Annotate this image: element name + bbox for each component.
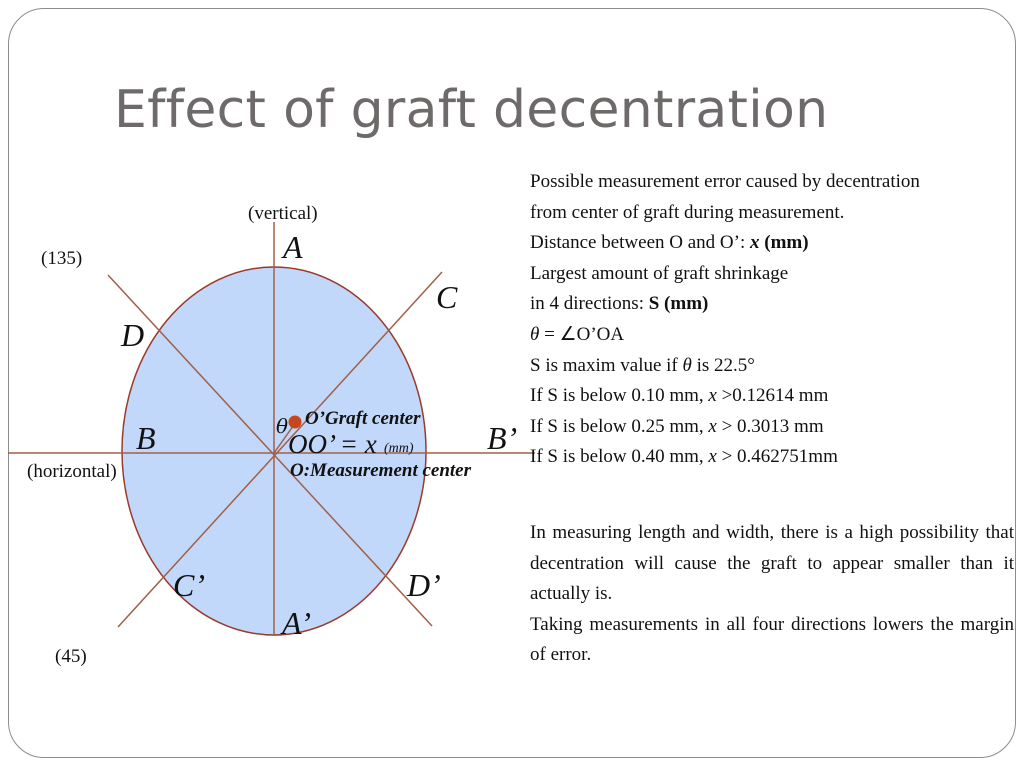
offset-unit: (mm) — [384, 441, 414, 456]
point-a-prime-label: A’ — [280, 605, 311, 641]
note-line-9-a: If S is below 0.25 mm, — [530, 415, 709, 437]
note-line-8-x: x — [708, 385, 717, 407]
note-line-3: Distance between O and O’: x (mm) — [530, 228, 1014, 259]
note-line-9-b: > 0.3013 mm — [716, 415, 824, 437]
note-line-7: S is maxim value if θ is 22.5° — [530, 351, 1014, 382]
point-d-prime-label: D’ — [406, 567, 441, 603]
point-b-prime-label: B’ — [487, 420, 517, 456]
note-line-5-bold: S (mm) — [648, 293, 709, 315]
note-line-5-prefix: in 4 directions: — [530, 293, 649, 315]
conclusion-paragraph-1: In measuring length and width, there is … — [530, 522, 1014, 605]
diagonal-135-line — [107, 274, 433, 627]
point-b-label: B — [136, 420, 156, 456]
theta-symbol: θ — [276, 414, 288, 438]
note-line-7-b: is 22.5° — [691, 354, 755, 376]
note-line-8-b: >0.12614 mm — [716, 385, 829, 407]
horizontal-label: (horizontal) — [27, 461, 117, 482]
note-line-9: If S is below 0.25 mm, x > 0.3013 mm — [530, 412, 1014, 443]
point-c-prime-label: C’ — [173, 567, 205, 603]
conclusion-text: In measuring length and width, there is … — [530, 518, 1014, 671]
explanation-text: Possible measurement error caused by dec… — [530, 167, 1014, 473]
note-line-10-a: If S is below 0.40 mm, — [530, 446, 709, 468]
note-line-10-x: x — [708, 446, 717, 468]
graft-center-label: O’Graft center — [305, 408, 421, 429]
note-line-10-b: > 0.462751mm — [716, 446, 838, 468]
diag-135-label: (135) — [41, 248, 82, 269]
note-line-9-x: x — [708, 415, 717, 437]
note-line-10: If S is below 0.40 mm, x > 0.462751mm — [530, 442, 1014, 473]
note-line-1: Possible measurement error caused by dec… — [530, 171, 920, 192]
note-line-4: Largest amount of graft shrinkage — [530, 262, 789, 284]
note-line-7-a: S is maxim value if — [530, 354, 683, 376]
note-line-8-a: If S is below 0.10 mm, — [530, 385, 709, 407]
slide-title: Effect of graft decentration — [114, 80, 829, 140]
offset-equation: OO’ = x — [288, 429, 377, 459]
conclusion-paragraph-2: Taking measurements in all four directio… — [530, 613, 1014, 666]
vertical-label: (vertical) — [248, 203, 318, 224]
note-line-3-var: x — [750, 232, 760, 254]
diagonal-45-line — [117, 271, 443, 628]
point-c-label: C — [436, 279, 458, 315]
note-line-6-theta: θ — [530, 323, 540, 345]
note-line-8: If S is below 0.10 mm, x >0.12614 mm — [530, 381, 1014, 412]
note-line-7-theta: θ — [682, 354, 692, 376]
note-line-6-rest: = ∠O’OA — [539, 323, 625, 345]
point-d-label: D — [120, 317, 144, 353]
note-line-6: θ = ∠O’OA — [530, 320, 1014, 351]
point-a-label: A — [281, 229, 303, 265]
graft-center-dot — [288, 415, 302, 429]
diag-45-label: (45) — [55, 646, 87, 667]
note-line-2: from center of graft during measurement. — [530, 201, 845, 223]
note-line-3-unit: (mm) — [759, 232, 809, 254]
measurement-center-label: O:Measurement center — [290, 460, 472, 481]
note-line-3-prefix: Distance between O and O’: — [530, 232, 751, 254]
note-line-5: in 4 directions: S (mm) — [530, 289, 1014, 320]
